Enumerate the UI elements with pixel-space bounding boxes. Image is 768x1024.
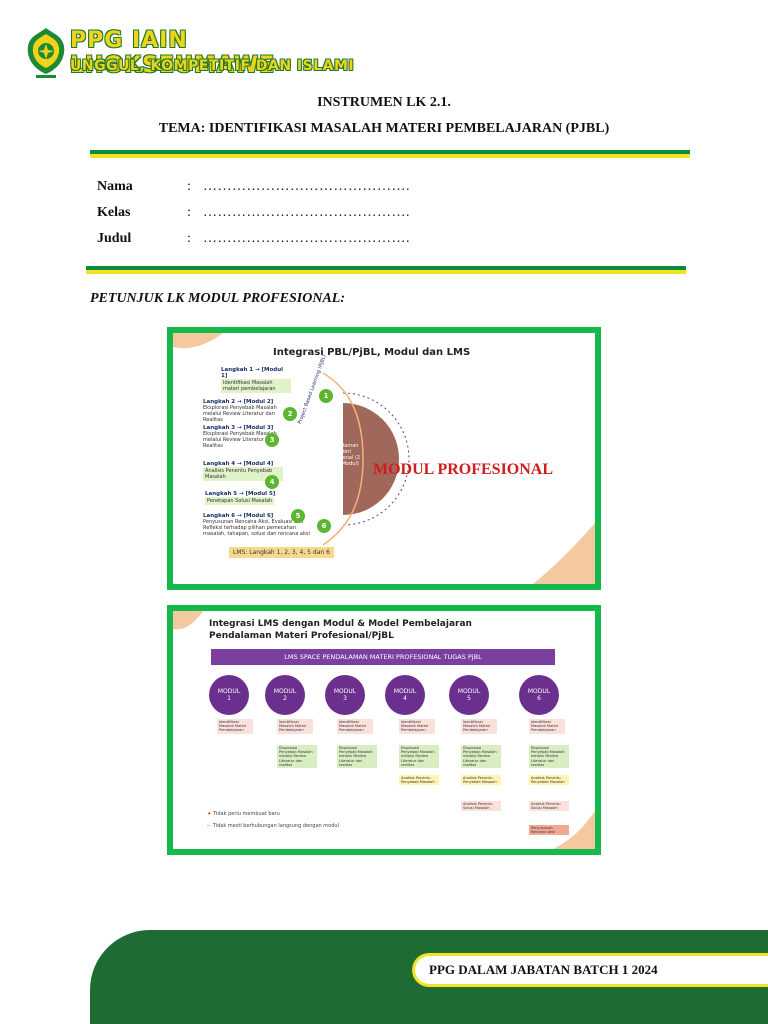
step-text: Eksplorasi Penyebab Masalah melalui Revi…	[203, 405, 277, 423]
step-number-3: 3	[265, 433, 279, 447]
item-analyze-4: Analisis Penentu Penyebab Masalah	[399, 775, 439, 786]
figure1-title: Integrasi PBL/PjBL, Modul dan LMS	[273, 347, 471, 358]
lms-note: LMS: Langkah 1, 2, 3, 4, 5 dan 6	[229, 547, 334, 558]
step-head: Langkah 1 → [Modul 1]	[221, 367, 284, 379]
item-explore-4: Eksplorasi Penyebab Masalah melalui Revi…	[399, 745, 439, 769]
header-logo: PPG IAIN LHOKSEUMAWE UNGGUL, KOMPETITIF …	[24, 22, 384, 82]
step-number-4: 4	[265, 475, 279, 489]
step-text: Penetapan Solusi Masalah	[205, 497, 275, 505]
identity-label: Nama	[97, 179, 133, 194]
step-head: Langkah 5 → [Modul 5]	[205, 491, 276, 497]
identity-colon: :	[187, 231, 191, 246]
identity-label: Kelas	[97, 205, 131, 220]
item-identify-2: Identifikasi Masalah Materi Pembelajaran	[277, 719, 313, 734]
figure-lms-integration: Integrasi LMS dengan Modul & Model Pembe…	[167, 605, 601, 855]
modul-profesional-overlay: MODUL PROFESIONAL	[373, 461, 554, 478]
step-1: Langkah 1 → [Modul 1] Identifikasi Masal…	[221, 367, 291, 393]
item-analyze-6: Analisis Penentu Penyebab Masalah	[529, 775, 569, 786]
step-head: Langkah 3 → [Modul 3]	[203, 425, 274, 431]
identity-colon: :	[187, 205, 191, 220]
step-2: Langkah 2 → [Modul 2] Eksplorasi Penyeba…	[203, 399, 285, 423]
identity-label: Judul	[97, 231, 132, 246]
item-analyze-5: Analisis Penentu Penyebab Masalah	[461, 775, 501, 786]
star-icon: ★	[207, 811, 212, 817]
identity-value[interactable]: …………………………………….	[203, 231, 410, 246]
logo-title: PPG IAIN LHOKSEUMAWE	[70, 28, 276, 78]
bottom-divider	[86, 266, 686, 274]
step-number-1: 1	[319, 389, 333, 403]
identity-colon: :	[187, 179, 191, 194]
step-number-6: 6	[317, 519, 331, 533]
center-label: Pendalaman Materi Profesional (2 sks/4 M…	[325, 443, 361, 467]
item-identify-5: Identifikasi Masalah Materi Pembelajaran	[461, 719, 497, 734]
step-text: Analisis Penentu Penyebab Masalah	[203, 467, 283, 481]
item-identify-1: Identifikasi Masalah Materi Pembelajaran	[217, 719, 253, 734]
identity-table: Nama : ……………………………………. Kelas : …………………………	[97, 174, 410, 252]
iain-emblem-icon	[27, 28, 65, 78]
item-identify-3: Identifikasi Masalah Materi Pembelajaran	[337, 719, 373, 734]
figure1-shapes	[173, 333, 595, 584]
item-explore-6: Eksplorasi Penyebab Masalah melalui Revi…	[529, 745, 569, 769]
identity-row-judul: Judul : …………………………………….	[97, 226, 410, 252]
identity-value[interactable]: …………………………………….	[203, 179, 410, 194]
item-explore-2: Eksplorasi Penyebab Masalah melalui Revi…	[277, 745, 317, 769]
step-head: Langkah 4 → [Modul 4]	[203, 461, 274, 467]
item-solution-6: Analisis Penentu Solusi Masalah	[529, 801, 569, 812]
lms-space-bar: LMS SPACE PENDALAMAN MATERI PROFESIONAL …	[211, 649, 555, 665]
item-explore-3: Eksplorasi Penyebab Masalah melalui Revi…	[337, 745, 377, 769]
step-3: Langkah 3 → [Modul 3] Eksplorasi Penyeba…	[203, 425, 285, 449]
step-6: Langkah 6 → [Modul 6] Penyusunan Rencana…	[203, 513, 318, 537]
figure-pbl-integration: Integrasi PBL/PjBL, Modul dan LMS Langka…	[167, 327, 601, 590]
step-head: Langkah 6 → [Modul 6]	[203, 513, 274, 519]
step-number-5: 5	[291, 509, 305, 523]
legend-star: ★ Tidak perlu membuat baru	[207, 811, 280, 817]
footer-batch-label: PPG DALAM JABATAN BATCH 1 2024	[412, 953, 768, 987]
identity-row-nama: Nama : …………………………………….	[97, 174, 410, 200]
identity-value[interactable]: …………………………………….	[203, 205, 410, 220]
legend-arrow: ⌐ Tidak mesti berhubungan langsung denga…	[207, 823, 339, 829]
step-head: Langkah 2 → [Modul 2]	[203, 399, 274, 405]
item-identify-4: Identifikasi Masalah Materi Pembelajaran	[399, 719, 435, 734]
top-divider	[90, 150, 690, 158]
step-text: Identifikasi Masalah materi pembelajaran	[221, 379, 291, 393]
step-text: Penyusunan Rencana Aksi, Evaluasi dan Re…	[203, 519, 310, 537]
document-title: INSTRUMEN LK 2.1.	[317, 95, 451, 110]
item-solution-5: Analisis Penentu Solusi Masalah	[461, 801, 501, 812]
instruction-heading: PETUNJUK LK MODUL PROFESIONAL:	[90, 291, 345, 306]
item-explore-5: Eksplorasi Penyebab Masalah melalui Revi…	[461, 745, 501, 769]
item-plan-6: Penyusunan Rencana Aksi	[529, 825, 569, 836]
figure2-title: Integrasi LMS dengan Modul & Model Pembe…	[209, 619, 472, 629]
figure2-subtitle: Pendalaman Materi Profesional/PjBL	[209, 631, 394, 641]
step-4: Langkah 4 → [Modul 4] Analisis Penentu P…	[203, 461, 283, 481]
logo-subtitle: UNGGUL, KOMPETITIF DAN ISLAMI	[70, 58, 355, 74]
step-text: Eksplorasi Penyebab Masalah melalui Revi…	[203, 431, 277, 449]
document-theme: TEMA: IDENTIFIKASI MASALAH MATERI PEMBEL…	[158, 121, 610, 136]
identity-row-kelas: Kelas : …………………………………….	[97, 200, 410, 226]
step-5: Langkah 5 → [Modul 5] Penetapan Solusi M…	[205, 491, 285, 505]
step-number-2: 2	[283, 407, 297, 421]
item-identify-6: Identifikasi Masalah Materi Pembelajaran	[529, 719, 565, 734]
bracket-arrow-icon: ⌐	[207, 823, 212, 829]
figure2-shapes	[173, 611, 595, 849]
